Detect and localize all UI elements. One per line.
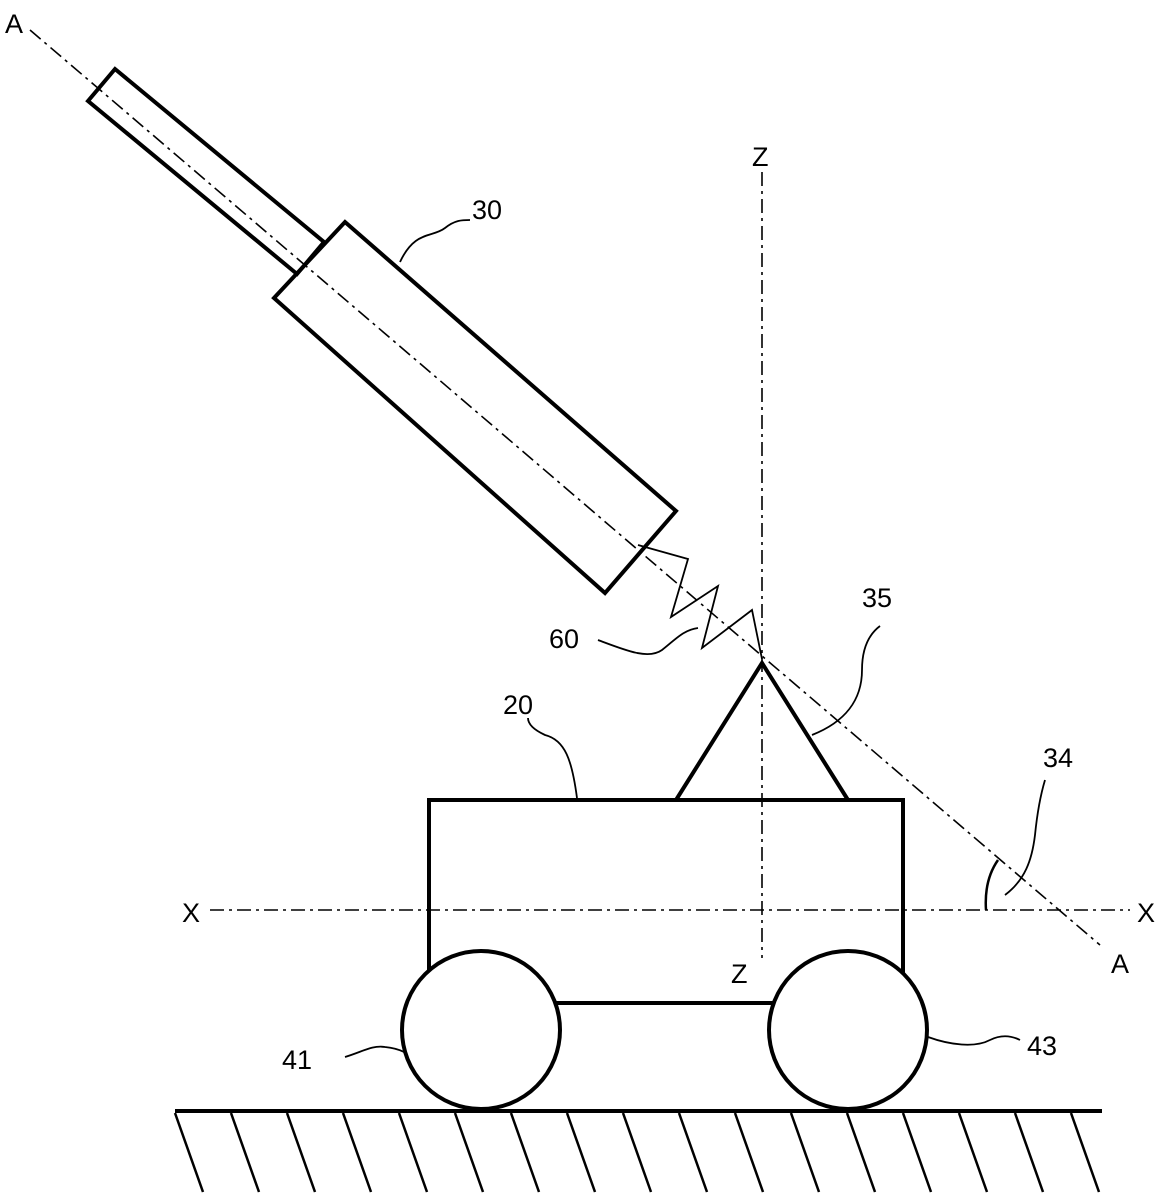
- tool-main-body: [271, 219, 679, 596]
- label-x-left: X: [182, 898, 200, 928]
- label-z-top: Z: [752, 142, 769, 172]
- wheel-43: [767, 949, 929, 1111]
- leader-34: [1004, 779, 1046, 896]
- hatch-stroke: [509, 1112, 541, 1193]
- hatch-stroke: [285, 1112, 317, 1193]
- numeral-41: 41: [282, 1045, 312, 1075]
- leader-60: [597, 627, 699, 655]
- leader-43: [927, 1035, 1021, 1046]
- numeral-60: 60: [549, 624, 579, 654]
- hatch-stroke: [845, 1112, 877, 1193]
- axis-a-line: [29, 29, 1101, 946]
- tool-30: [85, 66, 679, 596]
- hatch-stroke: [677, 1112, 709, 1193]
- leader-30: [399, 219, 471, 263]
- leader-41: [344, 1045, 405, 1058]
- hatch-stroke: [901, 1112, 933, 1193]
- hatch-stroke: [621, 1112, 653, 1193]
- hatch-stroke: [453, 1112, 485, 1193]
- label-z-bottom: Z: [731, 959, 748, 989]
- label-x-right: X: [1137, 898, 1155, 928]
- numeral-43: 43: [1027, 1031, 1057, 1061]
- numeral-20: 20: [503, 690, 533, 720]
- hatch-stroke: [397, 1112, 429, 1193]
- hatch-stroke: [565, 1112, 597, 1193]
- hatch-stroke: [229, 1112, 261, 1193]
- hatch-stroke: [1069, 1112, 1101, 1193]
- zigzag-wave-60: [637, 544, 763, 660]
- hatch-stroke: [173, 1112, 205, 1193]
- leader-20: [527, 717, 578, 799]
- ground-hatching: [173, 1112, 1101, 1193]
- hatch-stroke: [1013, 1112, 1045, 1193]
- angle-arc-34: [984, 859, 1000, 911]
- numeral-30: 30: [472, 195, 502, 225]
- hatch-stroke: [733, 1112, 765, 1193]
- cart-body-20: [427, 798, 905, 1005]
- numeral-34: 34: [1043, 743, 1073, 773]
- wheel-41: [400, 949, 562, 1111]
- label-a-top: A: [5, 9, 23, 39]
- label-a-bottom: A: [1111, 949, 1129, 979]
- hatch-stroke: [789, 1112, 821, 1193]
- tool-rear-shaft: [85, 66, 327, 277]
- numeral-35: 35: [862, 583, 892, 613]
- hatch-stroke: [957, 1112, 989, 1193]
- hatch-stroke: [341, 1112, 373, 1193]
- leader-35: [811, 625, 881, 736]
- cone-35: [674, 659, 850, 802]
